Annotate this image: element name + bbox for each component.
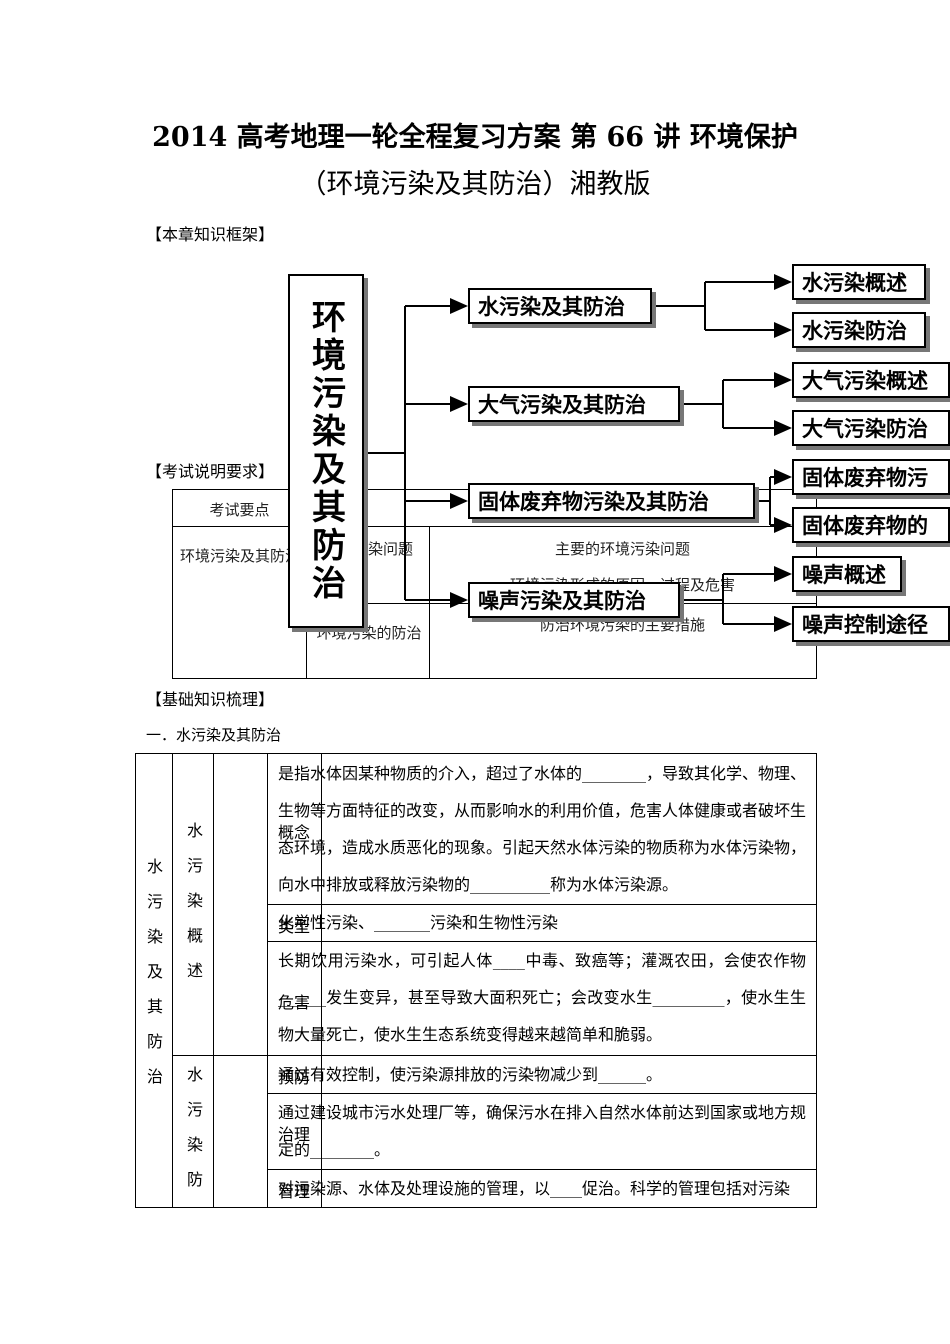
diagram-branch-noise: 噪声污染及其防治 [468, 582, 680, 618]
exam-topic: 环境污染及其防治 [179, 547, 300, 565]
row-text-management: 对污染源、水体及处理设施的管理，以____促治。科学的管理包括对污染 [278, 1179, 791, 1198]
row-text-concept: 是指水体因某种物质的介入，超过了水体的________，导致其化学、物理、生物等… [278, 764, 807, 894]
row-text-prevention: 通过有效控制，使污染源排放的污染物减少到______。 [278, 1065, 663, 1084]
exam-header-points: 考试要点 [209, 501, 270, 519]
diagram-leaf-solid-waste-2: 固体废弃物的 [792, 507, 950, 543]
row-label-prevention: 预防 [277, 1068, 310, 1087]
table-outer-label: 水污染及其防治 [144, 858, 163, 1103]
section-basics: 【基础知识梳理】 [146, 690, 275, 709]
diagram-leaf-air-prevention: 大气污染防治 [792, 410, 950, 446]
table-group-overview: 水污染概述 [184, 822, 203, 997]
exam-row2-sub: 环境污染的防治 [316, 624, 422, 642]
diagram-leaf-noise-control: 噪声控制途径 [792, 606, 950, 642]
diagram-leaf-solid-waste-1: 固体废弃物污 [792, 459, 950, 495]
diagram-leaf-noise-overview: 噪声概述 [792, 556, 902, 592]
exam-row2-content: 防治环境污染的主要措施 [539, 616, 705, 634]
diagram-leaf-water-overview: 水污染概述 [792, 264, 926, 300]
diagram-branch-solid-waste: 固体废弃物污染及其防治 [468, 483, 755, 519]
page-subtitle: （环境污染及其防治）湘教版 [299, 169, 651, 200]
exam-row1-content-a: 主要的环境污染问题 [554, 540, 690, 558]
row-label-type: 类型 [277, 917, 310, 936]
water-pollution-table: 水污染及其防治 水污染概述 水污染防 概念 类型 危害 预防 治理 管理 是指水… [135, 753, 817, 1208]
diagram-root-box: 环境污染及其防治 [288, 274, 364, 628]
page-title: 2014 高考地理一轮全程复习方案 第 66 讲 环境保护 [152, 122, 798, 153]
row-text-harm: 长期饮用污染水，可引起人体____中毒、致癌等；灌溉农田，会使农作物______… [278, 951, 806, 1044]
row-text-type: 化学性污染、_______污染和生物性污染 [278, 913, 559, 932]
section-framework: 【本章知识框架】 [146, 225, 275, 244]
table-group-prevention: 水污染防 [184, 1066, 203, 1206]
diagram-leaf-air-overview: 大气污染概述 [792, 362, 950, 398]
row-label-treatment: 治理 [277, 1125, 310, 1144]
row-text-treatment: 通过建设城市污水处理厂等，确保污水在排入自然水体前达到国家或地方规定的_____… [278, 1103, 807, 1159]
row-label-management: 管理 [277, 1182, 310, 1201]
row-label-concept: 概念 [277, 823, 310, 842]
diagram-branch-water: 水污染及其防治 [468, 288, 652, 324]
diagram-branch-air: 大气污染及其防治 [468, 386, 680, 422]
knowledge-framework-diagram: 环境污染及其防治 水污染及其防治 大气污染及其防治 固体废弃物污染及其防治 噪声… [280, 258, 950, 646]
section-exam-requirements: 【考试说明要求】 [146, 462, 275, 481]
diagram-leaf-water-prevention: 水污染防治 [792, 312, 926, 348]
diagram-connectors [366, 274, 792, 632]
section-part1: 一．水污染及其防治 [146, 726, 282, 744]
row-label-harm: 危害 [277, 993, 310, 1012]
